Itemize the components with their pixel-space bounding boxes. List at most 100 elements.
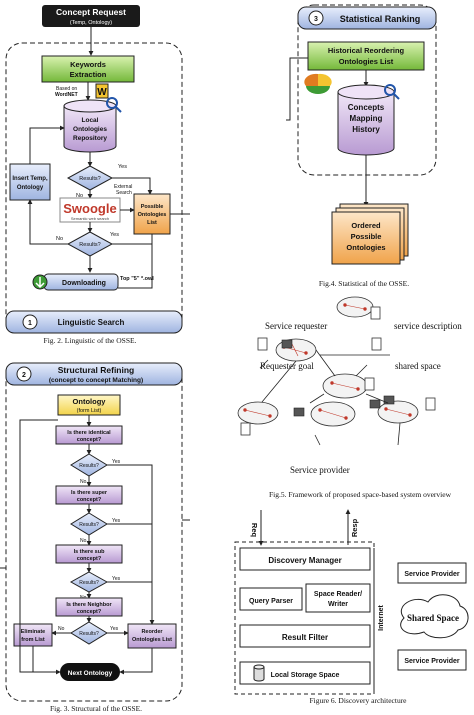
local-storage-box [239, 661, 371, 685]
keywords-box [41, 55, 135, 83]
local-storage-label: Local Storage Space [271, 672, 340, 679]
statistical-header-bar [297, 6, 437, 30]
fig6-caption: Figure 6. Discovery architecture [309, 696, 407, 705]
step-badge-2 [16, 366, 32, 382]
repo-label-3: Repository [73, 135, 107, 142]
possible-label-1: Possible [141, 204, 164, 210]
arrow [119, 648, 153, 675]
question-neighbor: Is there Neighbor concept? [55, 597, 123, 617]
swoogle-sub: Semantic web search [71, 216, 109, 221]
external-label-2: Search [116, 190, 132, 196]
next-ontology-label: Next Ontology [68, 670, 113, 677]
shared-space-cloud [400, 594, 469, 639]
service-description-label: service description [394, 321, 462, 331]
wordnet-icon [95, 83, 109, 99]
next-ontology-button [60, 663, 120, 681]
swoogle-label: Swoogle [63, 201, 116, 216]
magnifier-icon-handle [115, 106, 122, 113]
no-label-1: No [76, 193, 83, 199]
svg-text:concept?: concept? [77, 609, 102, 615]
yes-label-c: Yes [112, 576, 121, 582]
yes-label-1: Yes [118, 164, 127, 170]
history-cylinder [337, 84, 395, 156]
possible-label-2: Ontologies [138, 212, 167, 218]
computer-icon [383, 395, 395, 405]
concept-request-sub: (Temp, Ontology) [70, 20, 112, 26]
step-number-2: 2 [22, 372, 26, 379]
download-icon-arrow [35, 277, 45, 289]
no-label-2: No [56, 236, 63, 242]
shared-space-label: Shared Space [407, 613, 459, 623]
downloading-label: Downloading [62, 280, 106, 287]
magnifier-icon [106, 97, 118, 109]
results-diamond-d [70, 621, 108, 645]
reorder-label-2: Ontologies List [132, 637, 172, 643]
svg-text:concept?: concept? [77, 437, 102, 443]
document-icon [425, 397, 436, 411]
req-label: Req [250, 523, 259, 538]
storage-cylinder-icon [253, 667, 265, 682]
computer-icon [293, 407, 305, 417]
insert-label-2: Ontology [17, 185, 44, 191]
step-number-3: 3 [314, 16, 318, 23]
document-icons [240, 306, 436, 436]
arrow [118, 234, 153, 289]
result-filter-box [239, 624, 371, 648]
results-label-c: Results? [79, 580, 99, 586]
space-reader-label-1: Space Reader/ [314, 591, 362, 598]
top-five-label: Top "5" *.owl [120, 276, 154, 282]
arrow [32, 646, 61, 675]
eliminate-label-1: Eliminate [21, 629, 45, 635]
fig3-caption: Fig. 3. Structural of the OSSE. [50, 704, 142, 713]
arrow [112, 177, 153, 195]
question-sub: Is there sub concept? [55, 544, 123, 564]
step-number-1: 1 [28, 320, 32, 327]
yes-label-2: Yes [110, 232, 119, 238]
fig2-linguistic: Concept Request (Temp, Ontology) Keyword… [5, 5, 190, 345]
discovery-manager-label: Discovery Manager [268, 556, 341, 565]
arrow [27, 199, 68, 245]
fig4-statistical: 3 Statistical Ranking Historical Reorder… [286, 4, 437, 288]
internet-label: Internet [378, 604, 385, 630]
form-list-label: (form List) [77, 408, 102, 414]
keywords-label-1: Keywords [70, 60, 106, 69]
document-icon [364, 377, 375, 391]
wordnet-label: WordNET [55, 92, 78, 98]
fig6-discovery: Req Resp Discovery Manager Query Parser … [234, 509, 469, 705]
structural-title: Structural Refining [58, 365, 135, 375]
result-filter-label: Result Filter [282, 633, 328, 642]
fig4-frame [297, 4, 437, 176]
computer-icon [281, 339, 293, 349]
swoogle-logo: Swoogle Semantic web search [59, 197, 121, 223]
loop-back-line [19, 419, 60, 673]
yes-label-a: Yes [112, 459, 121, 465]
yes-label-b: Yes [112, 518, 121, 524]
insert-label-1: Insert Temp, [12, 176, 48, 182]
space-reader-label-2: Writer [328, 601, 348, 608]
eliminate-label-2: from List [21, 637, 45, 643]
fig2-caption: Fig. 2. Linguistic of the OSSE. [44, 336, 137, 345]
repository-cylinder [63, 99, 117, 153]
step-badge-3 [308, 10, 324, 26]
concept-request-title: Concept Request [56, 7, 126, 17]
statistical-title: Statistical Ranking [340, 14, 421, 24]
storage-cylinder-top [253, 664, 265, 670]
ordered-label-3: Ontologies [346, 243, 385, 252]
requester-goal-label: Requester goal [260, 361, 314, 371]
step-badge-1 [22, 314, 38, 330]
repo-label-2: Ontologies [73, 126, 107, 133]
svg-text:concept?: concept? [77, 497, 102, 503]
arrow [286, 57, 308, 121]
no-label-d: No [58, 626, 65, 632]
history-label-1: Concepts [348, 103, 385, 112]
results-label-d: Results? [79, 631, 99, 637]
fig6-frame [234, 541, 375, 695]
ordered-ontologies-stack [331, 203, 409, 265]
question-identical: Is there identical concept? [55, 425, 123, 445]
reorder-label-1: Reorder [141, 629, 163, 635]
question-super: Is there super concept? [55, 485, 123, 505]
document-icon [257, 337, 268, 351]
arrow [107, 464, 153, 614]
arrow [29, 125, 65, 164]
service-provider-label-2: Service Provider [404, 658, 460, 665]
